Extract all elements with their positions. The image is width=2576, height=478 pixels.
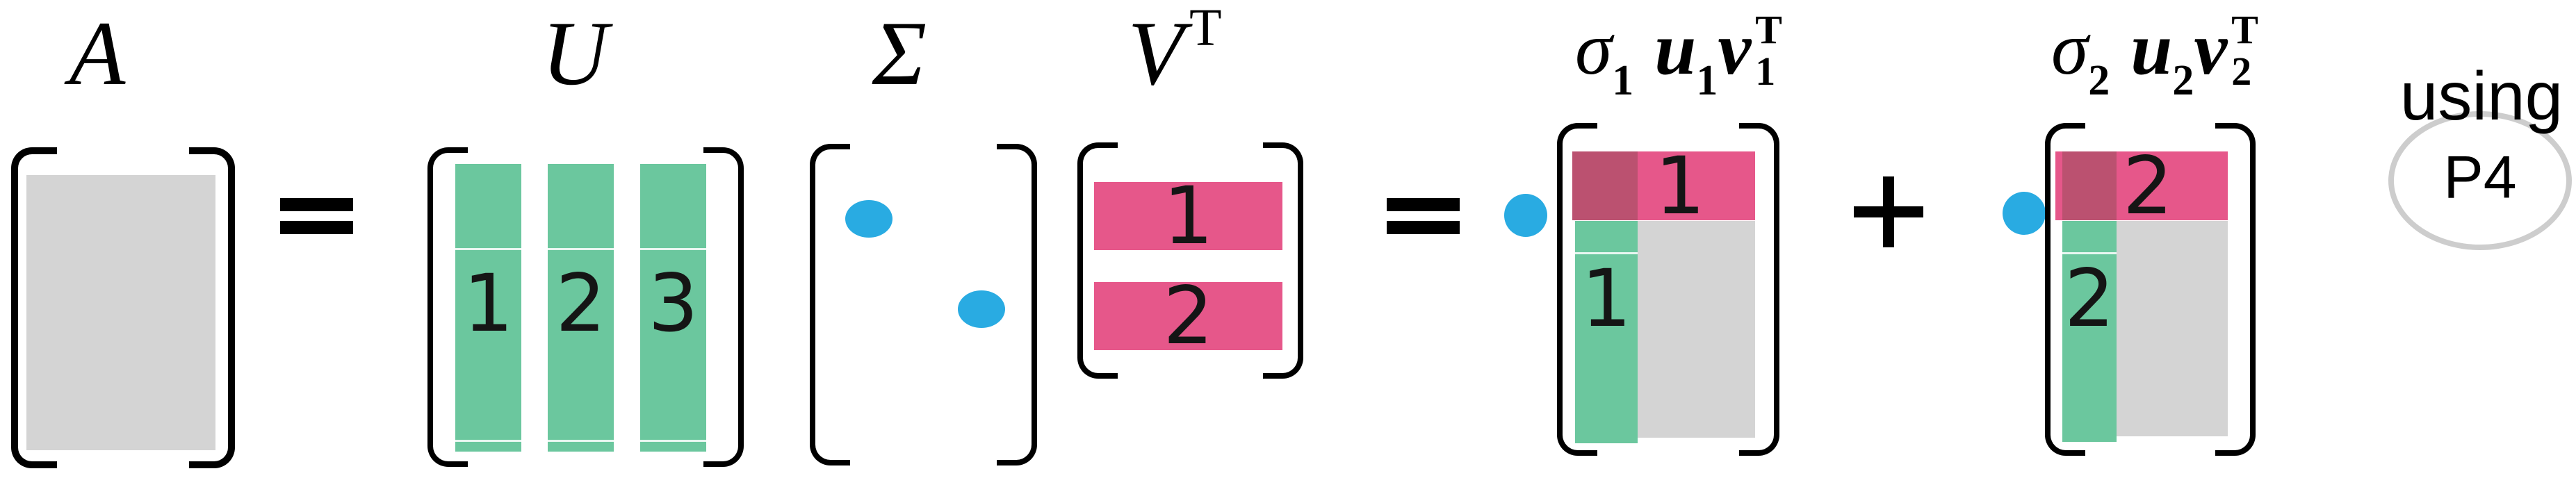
- term1-row-number: 1: [1654, 139, 1706, 232]
- right-bracket-icon: [2215, 123, 2256, 456]
- column-divider: [548, 248, 614, 250]
- u-column-2: 2: [548, 164, 614, 452]
- u-column-3-number: 3: [648, 257, 699, 349]
- term2-u: u: [2130, 8, 2173, 90]
- equals-sign: [280, 198, 353, 234]
- term1-column-vector: 1: [1575, 221, 1638, 443]
- term1-overlap-cell: [1572, 151, 1638, 220]
- column-divider: [2062, 252, 2117, 254]
- matrix-sigma: [810, 144, 1037, 465]
- term2-residual-block: [2117, 221, 2228, 436]
- left-bracket-icon: [1077, 142, 1118, 379]
- term1-u-sub: 1: [1696, 57, 1718, 104]
- left-bracket-icon: [2045, 123, 2085, 456]
- term1-column-number: 1: [1581, 252, 1632, 345]
- term1-sigma: σ: [1575, 8, 1613, 90]
- matrix-u: 1 2 3: [427, 147, 744, 467]
- left-bracket-icon: [810, 144, 850, 465]
- column-divider: [548, 440, 614, 442]
- u-column-1-number: 1: [463, 257, 514, 349]
- term2-scalar-dot-icon: [2003, 192, 2046, 235]
- vt-row-1: 1: [1094, 176, 1282, 256]
- term2-u-sub: 2: [2172, 57, 2194, 104]
- term1-v: v: [1718, 8, 1752, 90]
- vt-row-2: 2: [1094, 277, 1282, 356]
- equals-bar: [1387, 221, 1460, 234]
- vt-row-1-number: 1: [1163, 170, 1214, 262]
- term1-u: u: [1654, 8, 1697, 90]
- vt-label-transpose: T: [1189, 0, 1222, 57]
- equals-sign: [1387, 198, 1460, 234]
- equals-bar: [280, 198, 353, 211]
- column-divider: [640, 440, 706, 442]
- term2-matrix: 2 2: [2045, 123, 2256, 456]
- column-divider: [640, 248, 706, 250]
- u-column-2-number: 2: [555, 257, 606, 349]
- column-divider: [1575, 252, 1638, 254]
- matrix-vt: 1 2: [1077, 142, 1303, 379]
- u-column-1: 1: [455, 164, 521, 452]
- p4-badge-label: P4: [2443, 144, 2517, 211]
- left-bracket-icon: [11, 147, 57, 468]
- term2-sigma-sub: 2: [2088, 57, 2110, 104]
- matrix-a-label: A: [69, 2, 126, 104]
- right-bracket-icon: [1263, 142, 1303, 379]
- term1-v-sup: T: [1755, 7, 1782, 53]
- term1-residual-block: [1638, 221, 1755, 438]
- matrix-a-block: [26, 175, 215, 450]
- equals-bar: [280, 221, 353, 234]
- left-bracket-icon: [427, 147, 468, 467]
- term2-column-number: 2: [2064, 252, 2115, 345]
- right-bracket-icon: [189, 147, 235, 468]
- term2-column-vector: 2: [2062, 221, 2117, 442]
- left-bracket-icon: [1557, 123, 1597, 456]
- term2-overlap-cell: [2062, 151, 2117, 220]
- term2-v: v: [2194, 8, 2228, 90]
- matrix-a: [11, 147, 235, 468]
- term1-matrix: 1 1: [1557, 123, 1779, 456]
- u-column-3: 3: [640, 164, 706, 452]
- sigma2-dot-icon: [958, 290, 1005, 328]
- sigma1-dot-icon: [845, 200, 892, 238]
- right-bracket-icon: [703, 147, 744, 467]
- term2-sigma: σ: [2051, 8, 2089, 90]
- column-divider: [455, 248, 521, 250]
- using-label: using: [2399, 58, 2563, 134]
- term1-scalar-dot-icon: [1504, 194, 1547, 237]
- column-divider: [455, 440, 521, 442]
- matrix-u-label: U: [541, 2, 608, 104]
- plus-sign: [1854, 176, 1923, 247]
- term2-v-sub: 2: [2231, 49, 2252, 94]
- term2-row-number: 2: [2122, 139, 2174, 232]
- term2-v-sup: T: [2231, 7, 2258, 53]
- vt-row-2-number: 2: [1163, 270, 1214, 362]
- equals-bar: [1387, 198, 1460, 211]
- term1-sigma-sub: 1: [1612, 57, 1634, 104]
- term1-v-sub: 1: [1755, 49, 1776, 94]
- matrix-sigma-label: Σ: [872, 2, 927, 104]
- vt-label-base: V: [1127, 2, 1184, 104]
- right-bracket-icon: [1739, 123, 1779, 456]
- right-bracket-icon: [997, 144, 1037, 465]
- p4-circle-icon: [2388, 111, 2572, 250]
- plus-bar: [1883, 176, 1894, 247]
